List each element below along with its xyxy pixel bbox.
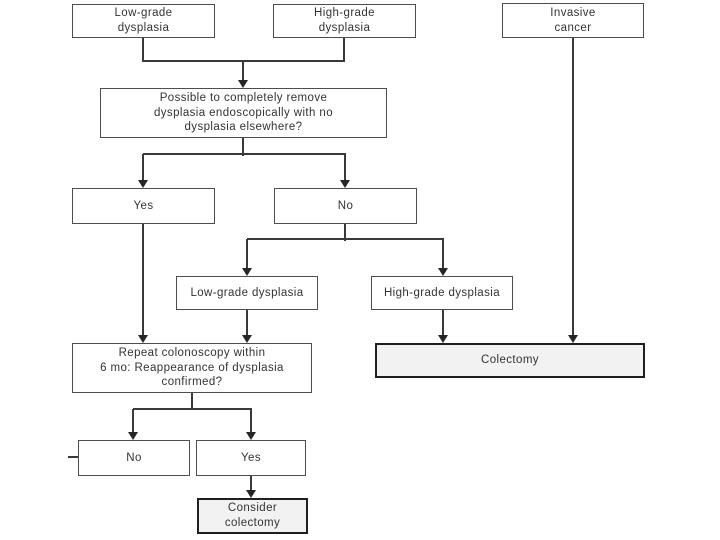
connector-line — [442, 239, 444, 270]
arrowhead-down-icon — [437, 335, 448, 343]
connector-line — [247, 238, 444, 240]
connector-line — [143, 60, 345, 62]
arrowhead-down-icon — [437, 268, 448, 276]
arrowhead-down-icon — [241, 268, 252, 276]
connector-line — [143, 153, 346, 155]
connector-line — [142, 38, 144, 62]
connector-line — [242, 61, 244, 82]
connector-line — [442, 310, 444, 337]
node-low-grade-dysplasia-branch: Low-grade dysplasia — [176, 276, 318, 310]
connector-line — [572, 38, 574, 337]
node-invasive-cancer: Invasive cancer — [502, 3, 644, 38]
node-consider-colectomy: Consider colectomy — [197, 498, 308, 534]
connector-line — [132, 409, 134, 434]
arrowhead-down-icon — [137, 180, 148, 188]
connector-line — [246, 310, 248, 337]
arrowhead-down-icon — [567, 335, 578, 343]
node-no-removal: No — [274, 188, 417, 224]
connector-line — [142, 154, 144, 182]
arrowhead-down-icon — [339, 180, 350, 188]
arrowhead-down-icon — [127, 432, 138, 440]
connector-line — [242, 138, 244, 156]
node-removal-question: Possible to completely remove dysplasia … — [100, 88, 387, 138]
arrowhead-down-icon — [237, 80, 248, 88]
node-high-grade-dysplasia-top: High-grade dysplasia — [273, 4, 416, 38]
node-yes-removal: Yes — [72, 188, 215, 224]
node-no-reappearance: No — [78, 440, 190, 476]
connector-line — [250, 476, 252, 492]
connector-line — [344, 154, 346, 182]
arrowhead-down-icon — [245, 490, 256, 498]
connector-line — [191, 393, 193, 410]
arrowhead-down-icon — [241, 335, 252, 343]
node-yes-reappearance: Yes — [196, 440, 306, 476]
connector-line — [343, 38, 345, 62]
node-low-grade-dysplasia-top: Low-grade dysplasia — [72, 4, 215, 38]
connector-line — [344, 224, 346, 241]
connector-line — [142, 224, 144, 337]
node-repeat-colonoscopy: Repeat colonoscopy within 6 mo: Reappear… — [72, 343, 312, 393]
arrowhead-down-icon — [245, 432, 256, 440]
arrowhead-down-icon — [137, 335, 148, 343]
connector-line — [250, 409, 252, 434]
node-colectomy: Colectomy — [375, 343, 645, 378]
connector-line — [133, 408, 252, 410]
node-high-grade-dysplasia-branch: High-grade dysplasia — [371, 276, 513, 310]
connector-line — [246, 239, 248, 270]
connector-line — [68, 456, 78, 458]
